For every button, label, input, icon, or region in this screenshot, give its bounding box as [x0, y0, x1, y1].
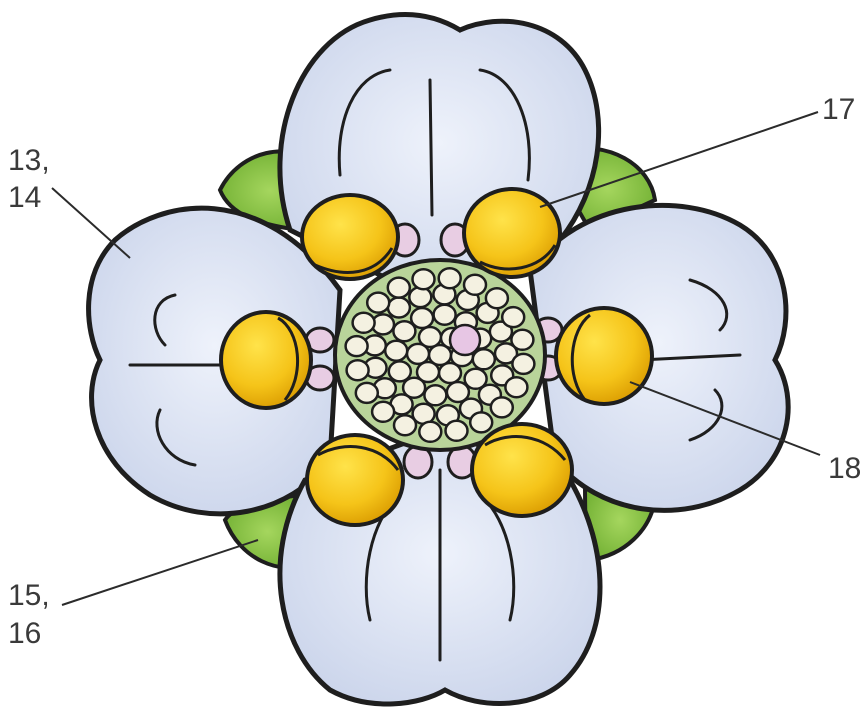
pistil: [353, 313, 375, 333]
pistil: [413, 269, 435, 289]
pistil: [388, 298, 410, 318]
pistil: [347, 360, 369, 380]
anther-top-right: [464, 189, 560, 277]
pistil: [505, 377, 527, 397]
pistil: [512, 354, 534, 374]
pistil: [372, 402, 394, 422]
pistil: [411, 308, 433, 328]
pistil: [491, 397, 513, 417]
pistil: [409, 287, 431, 307]
pistil: [502, 307, 524, 327]
label-15-16-line1: 15,: [8, 579, 50, 612]
pistil: [356, 383, 378, 403]
pistil: [419, 327, 441, 347]
anther-top-left: [302, 195, 398, 279]
pistil: [367, 293, 389, 313]
pistil: [434, 305, 456, 325]
pistil: [511, 330, 533, 350]
pistil-pink: [450, 325, 480, 355]
anther-right: [556, 308, 652, 404]
pistil: [486, 288, 508, 308]
pistil: [439, 268, 461, 288]
pistil: [394, 415, 416, 435]
pistil: [424, 385, 446, 405]
pistil: [446, 421, 468, 441]
pistil: [389, 361, 411, 381]
label-13-14-line2: 14: [8, 181, 41, 214]
pistil: [470, 412, 492, 432]
pistil: [388, 278, 410, 298]
anther-bottom-right: [472, 424, 572, 516]
label-15-16-line2: 16: [8, 617, 41, 650]
pistil-cluster: [346, 268, 535, 442]
pistil: [385, 341, 407, 361]
anther-left: [221, 312, 311, 408]
label-18: 18: [828, 452, 861, 485]
pistil: [346, 336, 368, 356]
pistil: [473, 349, 495, 369]
label-17: 17: [822, 93, 855, 126]
pistil: [419, 422, 441, 442]
leader-13-14: [52, 188, 130, 258]
leader-15-16: [62, 540, 258, 605]
label-13-14-line1: 13,: [8, 144, 50, 177]
pistil: [464, 275, 486, 295]
anther-bottom-left: [307, 435, 403, 525]
